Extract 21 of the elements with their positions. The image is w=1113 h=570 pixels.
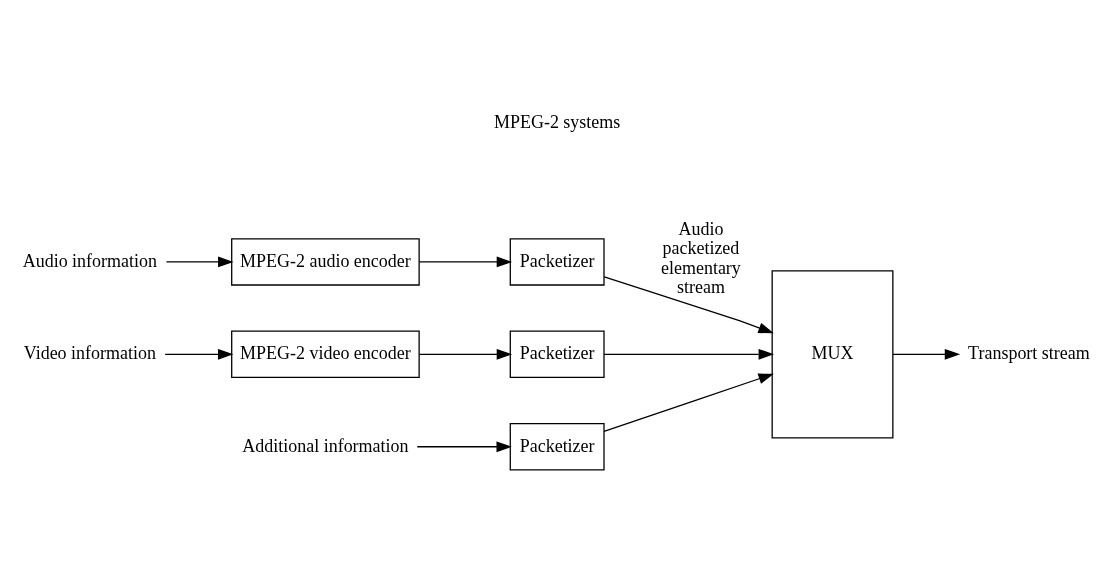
arrow xyxy=(418,256,513,268)
arrow xyxy=(416,441,512,453)
node-text: Transport stream xyxy=(968,343,1090,364)
arrow xyxy=(892,348,961,360)
node-box: MPEG-2 audio encoder xyxy=(231,238,420,286)
arrow xyxy=(603,348,774,360)
arrow xyxy=(603,276,774,334)
node-text: Audio information xyxy=(22,250,157,271)
node-box: Packetizer xyxy=(509,330,605,379)
arrow xyxy=(165,256,234,268)
arrow xyxy=(164,348,234,360)
node-box: Packetizer xyxy=(509,238,605,286)
node-box: MUX xyxy=(771,270,894,439)
node-box: Packetizer xyxy=(509,423,605,471)
label: MPEG-2 systems xyxy=(493,111,621,132)
node-text: Video information xyxy=(23,343,156,364)
arrow xyxy=(418,348,513,360)
arrow xyxy=(603,373,774,432)
node-box: MPEG-2 video encoder xyxy=(231,330,420,379)
edge-label: Audio packetized elementary stream xyxy=(661,219,741,297)
node-text: Additional information xyxy=(242,435,409,456)
